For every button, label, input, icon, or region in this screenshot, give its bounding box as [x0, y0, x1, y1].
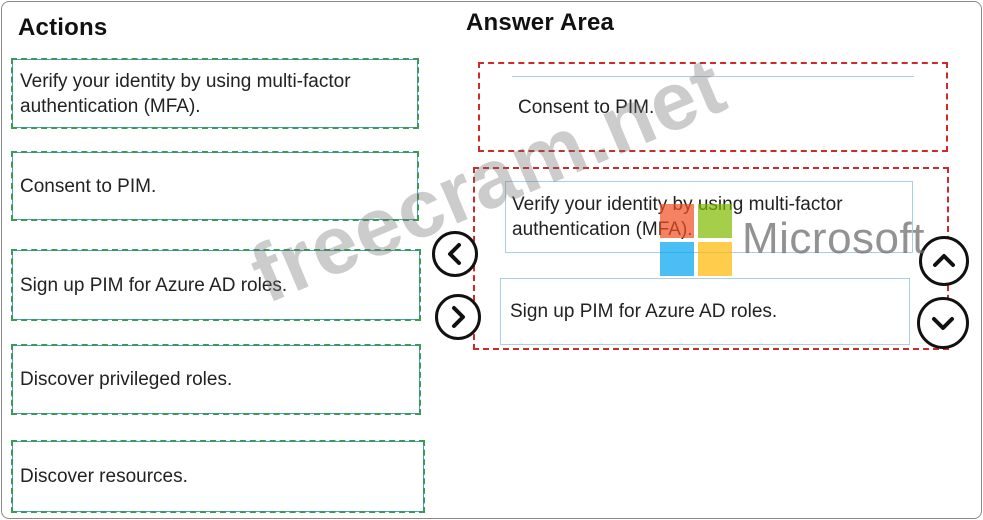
- answer-item-label: Consent to PIM.: [518, 97, 655, 118]
- microsoft-logo-icon: [660, 204, 732, 276]
- ms-logo-green-square: [698, 204, 732, 238]
- microsoft-wordmark: Microsoft: [742, 214, 925, 263]
- action-item-label: Discover resources.: [20, 466, 188, 487]
- answer-item-verify-mfa[interactable]: Verify your identity by using multi-fact…: [505, 181, 913, 253]
- down-arrow-icon: [932, 317, 954, 330]
- answer-item-consent-pim[interactable]: Consent to PIM.: [512, 76, 914, 138]
- move-up-button[interactable]: [919, 236, 969, 286]
- action-item-verify-mfa[interactable]: Verify your identity by using multi-fact…: [11, 58, 419, 129]
- action-item-discover-roles[interactable]: Discover privileged roles.: [11, 344, 421, 415]
- action-item-label: Consent to PIM.: [20, 175, 157, 197]
- answer-item-sign-up-pim[interactable]: Sign up PIM for Azure AD roles.: [500, 278, 910, 345]
- action-item-label: Discover privileged roles.: [20, 369, 233, 390]
- action-item-label: Verify your identity by using multi-fact…: [20, 70, 351, 117]
- answer-area-heading: Answer Area: [466, 9, 615, 36]
- action-item-label: Sign up PIM for Azure AD roles.: [20, 274, 288, 296]
- action-item-consent-pim[interactable]: Consent to PIM.: [11, 151, 419, 221]
- answer-item-label: Sign up PIM for Azure AD roles.: [510, 301, 778, 322]
- answer-slot-1[interactable]: [478, 62, 948, 152]
- move-down-button[interactable]: [917, 297, 969, 349]
- move-left-button[interactable]: [432, 231, 478, 277]
- left-arrow-icon: [448, 243, 461, 265]
- action-item-discover-resources[interactable]: Discover resources.: [11, 440, 425, 513]
- right-arrow-icon: [452, 306, 465, 328]
- up-arrow-icon: [933, 254, 955, 267]
- ms-logo-blue-square: [660, 242, 694, 276]
- move-right-button[interactable]: [435, 294, 481, 340]
- actions-heading: Actions: [18, 14, 108, 41]
- ms-logo-yellow-square: [698, 242, 732, 276]
- ms-logo-red-square: [660, 204, 694, 238]
